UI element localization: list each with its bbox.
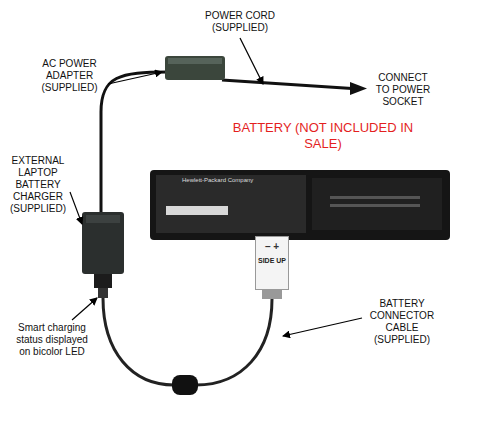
battery-sticker (156, 175, 306, 233)
adapter-highlight (168, 58, 222, 64)
polarity-mark: – + (256, 241, 288, 253)
battery-sticker (312, 178, 442, 230)
charger-strain-relief (94, 274, 112, 288)
callout-label: AC POWER ADAPTER (SUPPLIED) (32, 58, 107, 94)
orientation-mark: SIDE UP (256, 256, 288, 265)
connector-cable (103, 298, 272, 385)
leader-line (70, 192, 82, 224)
sticker-line (330, 196, 420, 199)
leader-line (72, 298, 97, 320)
battery: BATTERY (NOT INCLUDED IN SALE)Hewlett-Pa… (150, 170, 450, 240)
callout-label: Smart charging status displayed on bicol… (12, 322, 92, 358)
power-cord (222, 80, 352, 89)
callout-label: CONNECT TO POWER SOCKET (374, 72, 432, 108)
cord-arrow (350, 82, 367, 95)
barcode (166, 206, 228, 215)
callout-label: POWER CORD (SUPPLIED) (195, 10, 285, 34)
sticker-line (330, 204, 420, 207)
led-connector (98, 288, 108, 298)
leader-line (108, 72, 162, 84)
battery-heading: BATTERY (NOT INCLUDED IN SALE) (228, 120, 418, 152)
connector-plug: – + SIDE UP (255, 236, 289, 290)
charger-highlight (86, 215, 120, 223)
charger-body (82, 212, 124, 274)
battery-body (150, 170, 450, 240)
leader-line (240, 38, 263, 84)
ac-adapter (165, 56, 225, 80)
callout-label: BATTERY CONNECTOR CABLE (SUPPLIED) (362, 298, 442, 346)
callout-label: EXTERNAL LAPTOP BATTERY CHARGER (SUPPLIE… (4, 155, 72, 215)
leader-line (283, 318, 362, 336)
ferrite-bead (172, 375, 198, 395)
brand-text: Hewlett-Packard Company (182, 177, 253, 184)
plug-contact (262, 290, 282, 299)
